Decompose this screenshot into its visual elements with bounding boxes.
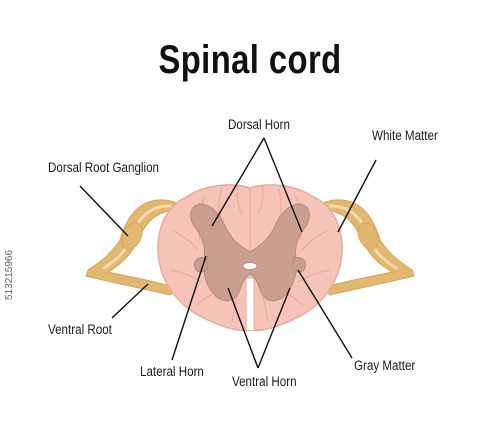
- label-gray-matter: Gray Matter: [354, 358, 416, 373]
- diagram-title: Spinal cord: [158, 38, 342, 82]
- left-nerve-root: [85, 199, 180, 296]
- stock-id: 513215966: [4, 249, 15, 300]
- label-dorsal-horn: Dorsal Horn: [228, 117, 290, 132]
- label-dorsal-root-ganglion: Dorsal Root Ganglion: [48, 160, 160, 175]
- right-nerve-root: [320, 199, 415, 296]
- label-ventral-root: Ventral Root: [48, 322, 112, 337]
- leader-lines: [79, 137, 377, 369]
- label-ventral-horn: Ventral Horn: [232, 374, 297, 389]
- label-white-matter: White Matter: [372, 128, 438, 143]
- central-canal: [242, 262, 258, 270]
- gray-matter-shape: [190, 203, 310, 302]
- label-lateral-horn: Lateral Horn: [140, 364, 204, 379]
